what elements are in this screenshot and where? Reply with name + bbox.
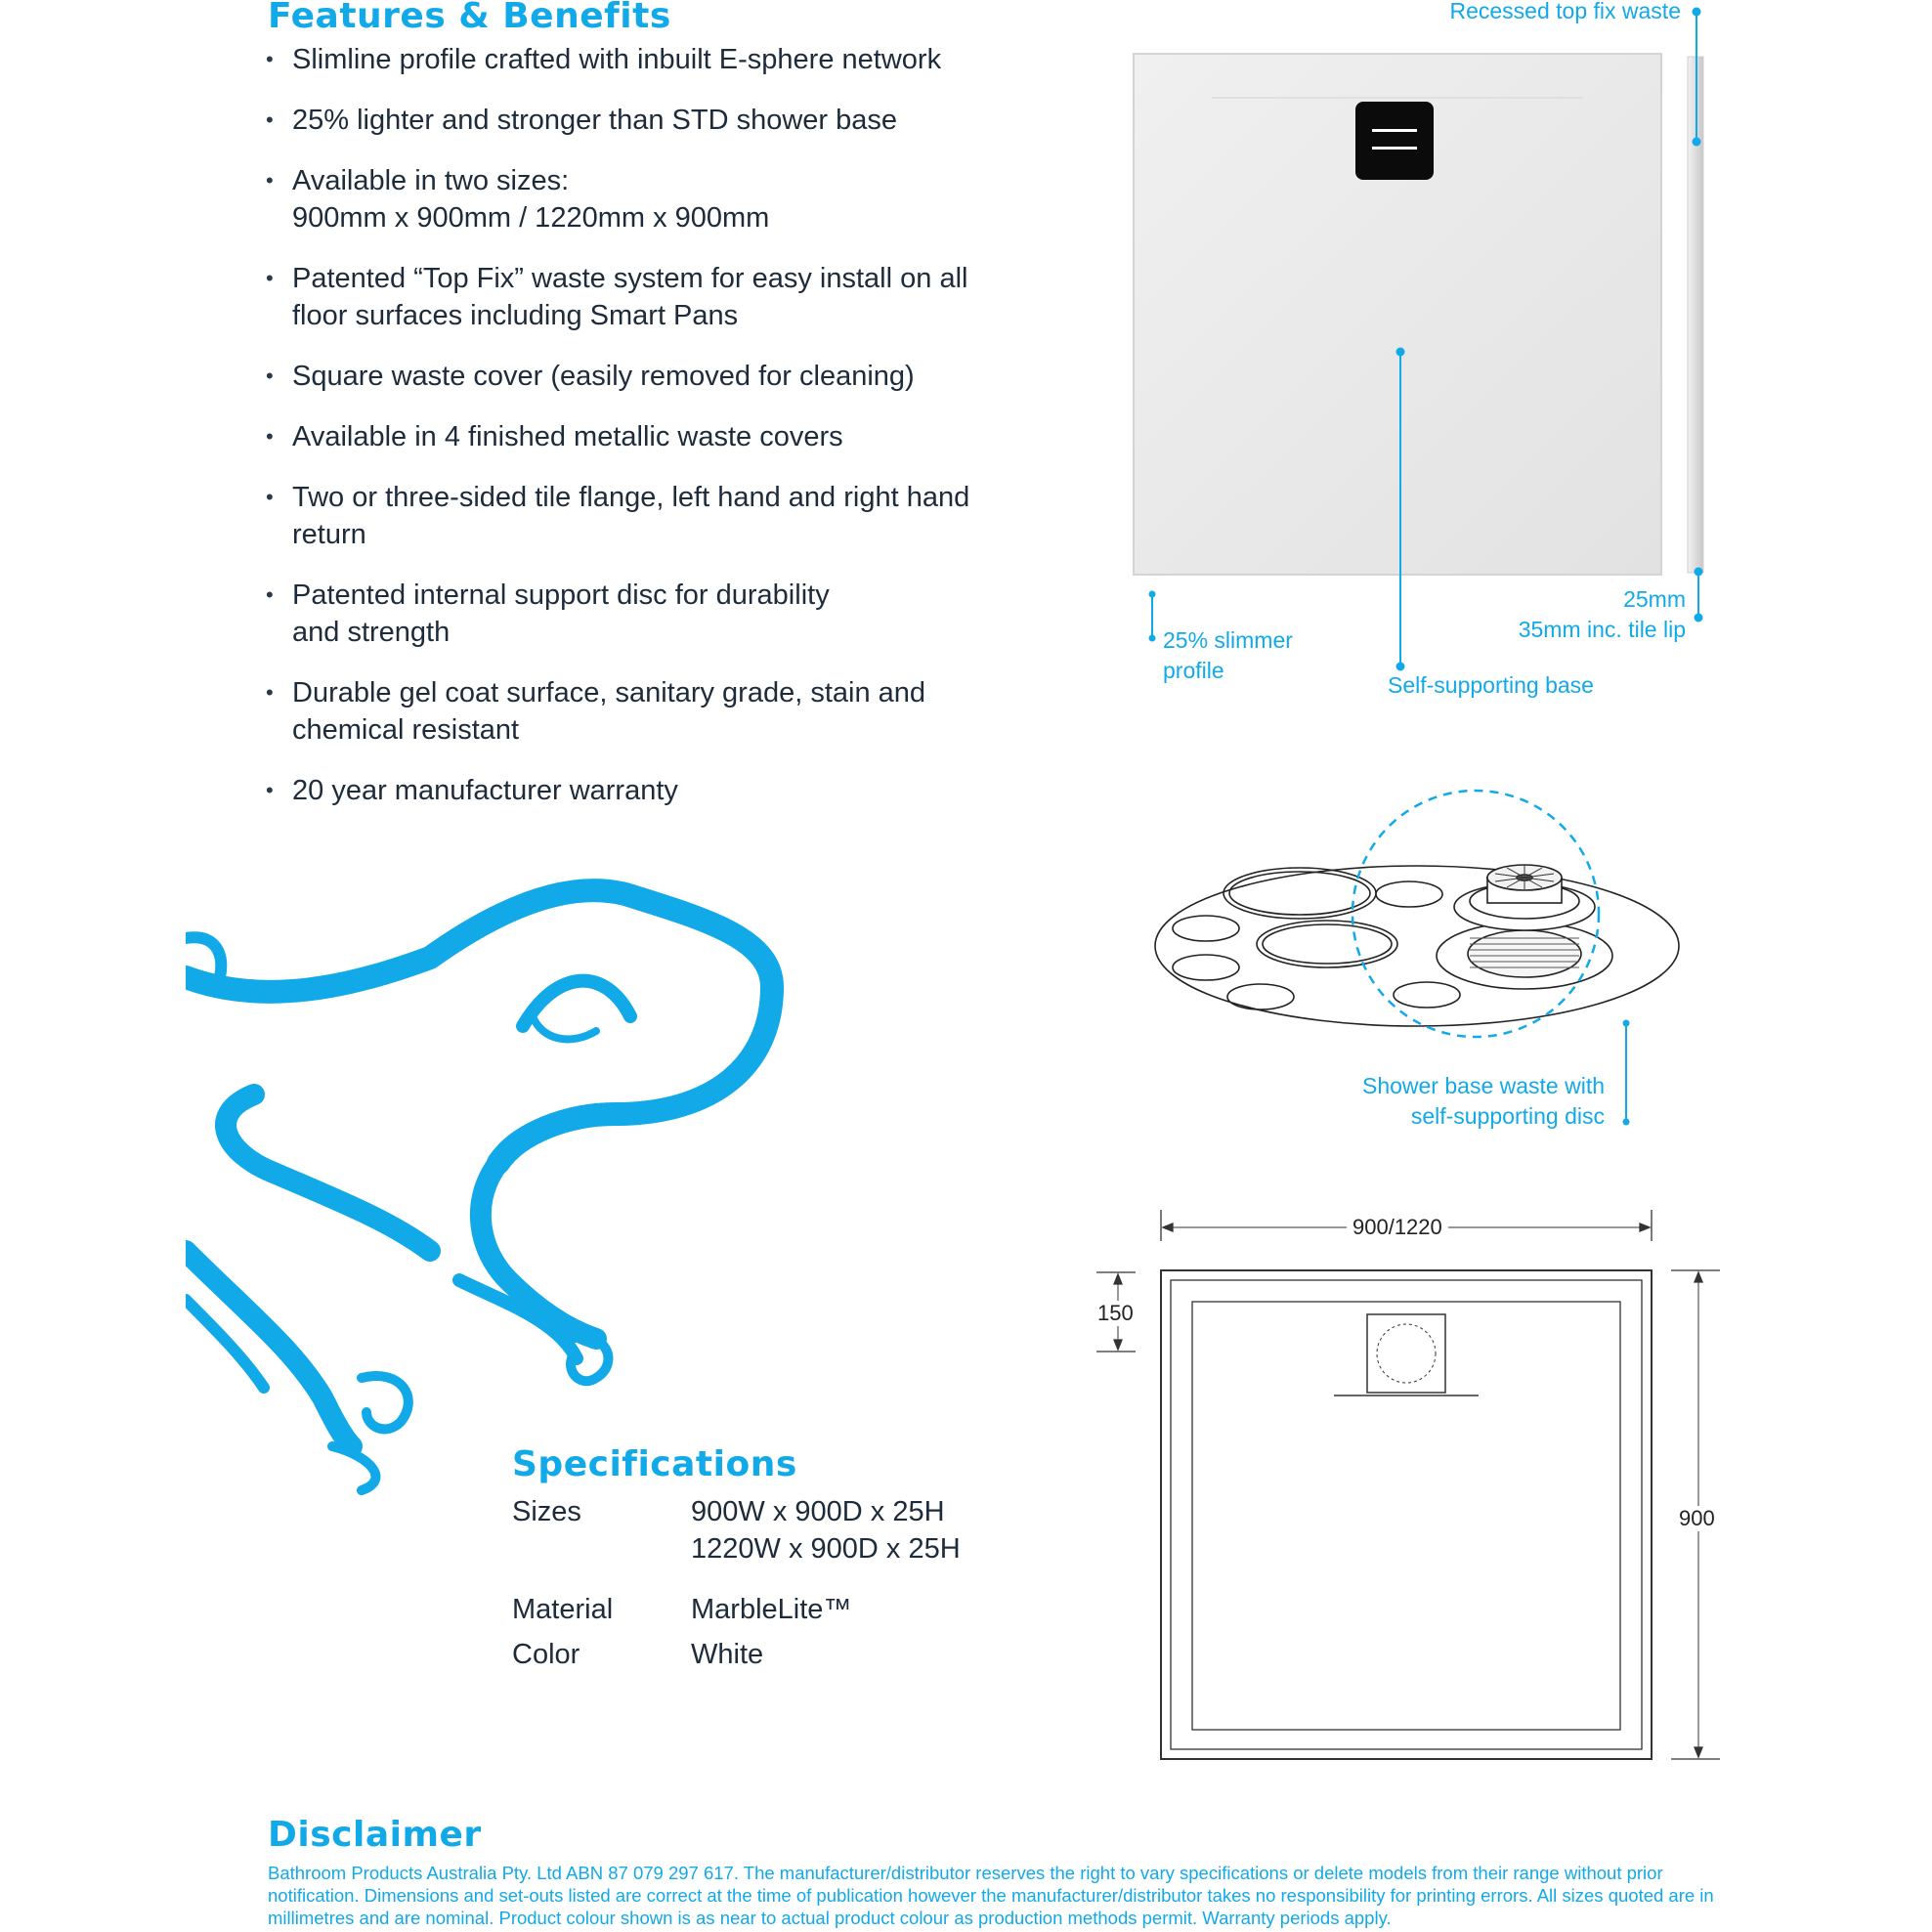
- technical-drawing: [1096, 1210, 1720, 1760]
- slimmer-leader: [1148, 590, 1156, 642]
- spec-sizes-label: Sizes: [512, 1496, 581, 1527]
- disclaimer-text: Bathroom Products Australia Pty. Ltd ABN…: [268, 1863, 1714, 1928]
- list-item: Durable gel coat surface, sanitary grade…: [266, 674, 1028, 749]
- disclaimer-heading: Disclaimer: [268, 1815, 482, 1855]
- frog-logo-icon: [186, 879, 784, 1495]
- waste-disc-illustration: [1154, 789, 1680, 1126]
- spec-color-value: White: [691, 1639, 764, 1670]
- list-item: Square waste cover (easily removed for c…: [266, 358, 1028, 395]
- list-item: Slimline profile crafted with inbuilt E-…: [266, 41, 1028, 78]
- list-item: Patented internal support disc for durab…: [266, 577, 1028, 651]
- list-item: Available in 4 finished metallic waste c…: [266, 418, 1028, 455]
- callout-leaders: [1395, 7, 1703, 671]
- list-item: 20 year manufacturer warranty: [266, 772, 1028, 809]
- spec-color-label: Color: [512, 1639, 580, 1670]
- callout-recessed-waste: Recessed top fix waste: [1449, 0, 1681, 23]
- specifications-heading: Specifications: [512, 1444, 797, 1484]
- list-item: Patented “Top Fix” waste system for easy…: [266, 260, 1028, 334]
- list-item: Two or three-sided tile flange, left han…: [266, 479, 1028, 553]
- spec-material-label: Material: [512, 1594, 614, 1625]
- callout-self-supporting-base: Self-supporting base: [1388, 672, 1594, 698]
- list-item: Available in two sizes:900mm x 900mm / 1…: [266, 162, 1028, 236]
- features-heading: Features & Benefits: [268, 0, 671, 36]
- spec-material-value: MarbleLite™: [691, 1594, 852, 1625]
- waste-cover-icon: [1355, 102, 1434, 180]
- list-item: 25% lighter and stronger than STD shower…: [266, 102, 1028, 139]
- dimension-depth-label: 900: [1673, 1506, 1721, 1531]
- dimension-offset-label: 150: [1092, 1301, 1139, 1326]
- shower-base-photo: [1133, 7, 1704, 671]
- dimension-width-label: 900/1220: [1347, 1215, 1448, 1240]
- features-list: Slimline profile crafted with inbuilt E-…: [266, 41, 1028, 833]
